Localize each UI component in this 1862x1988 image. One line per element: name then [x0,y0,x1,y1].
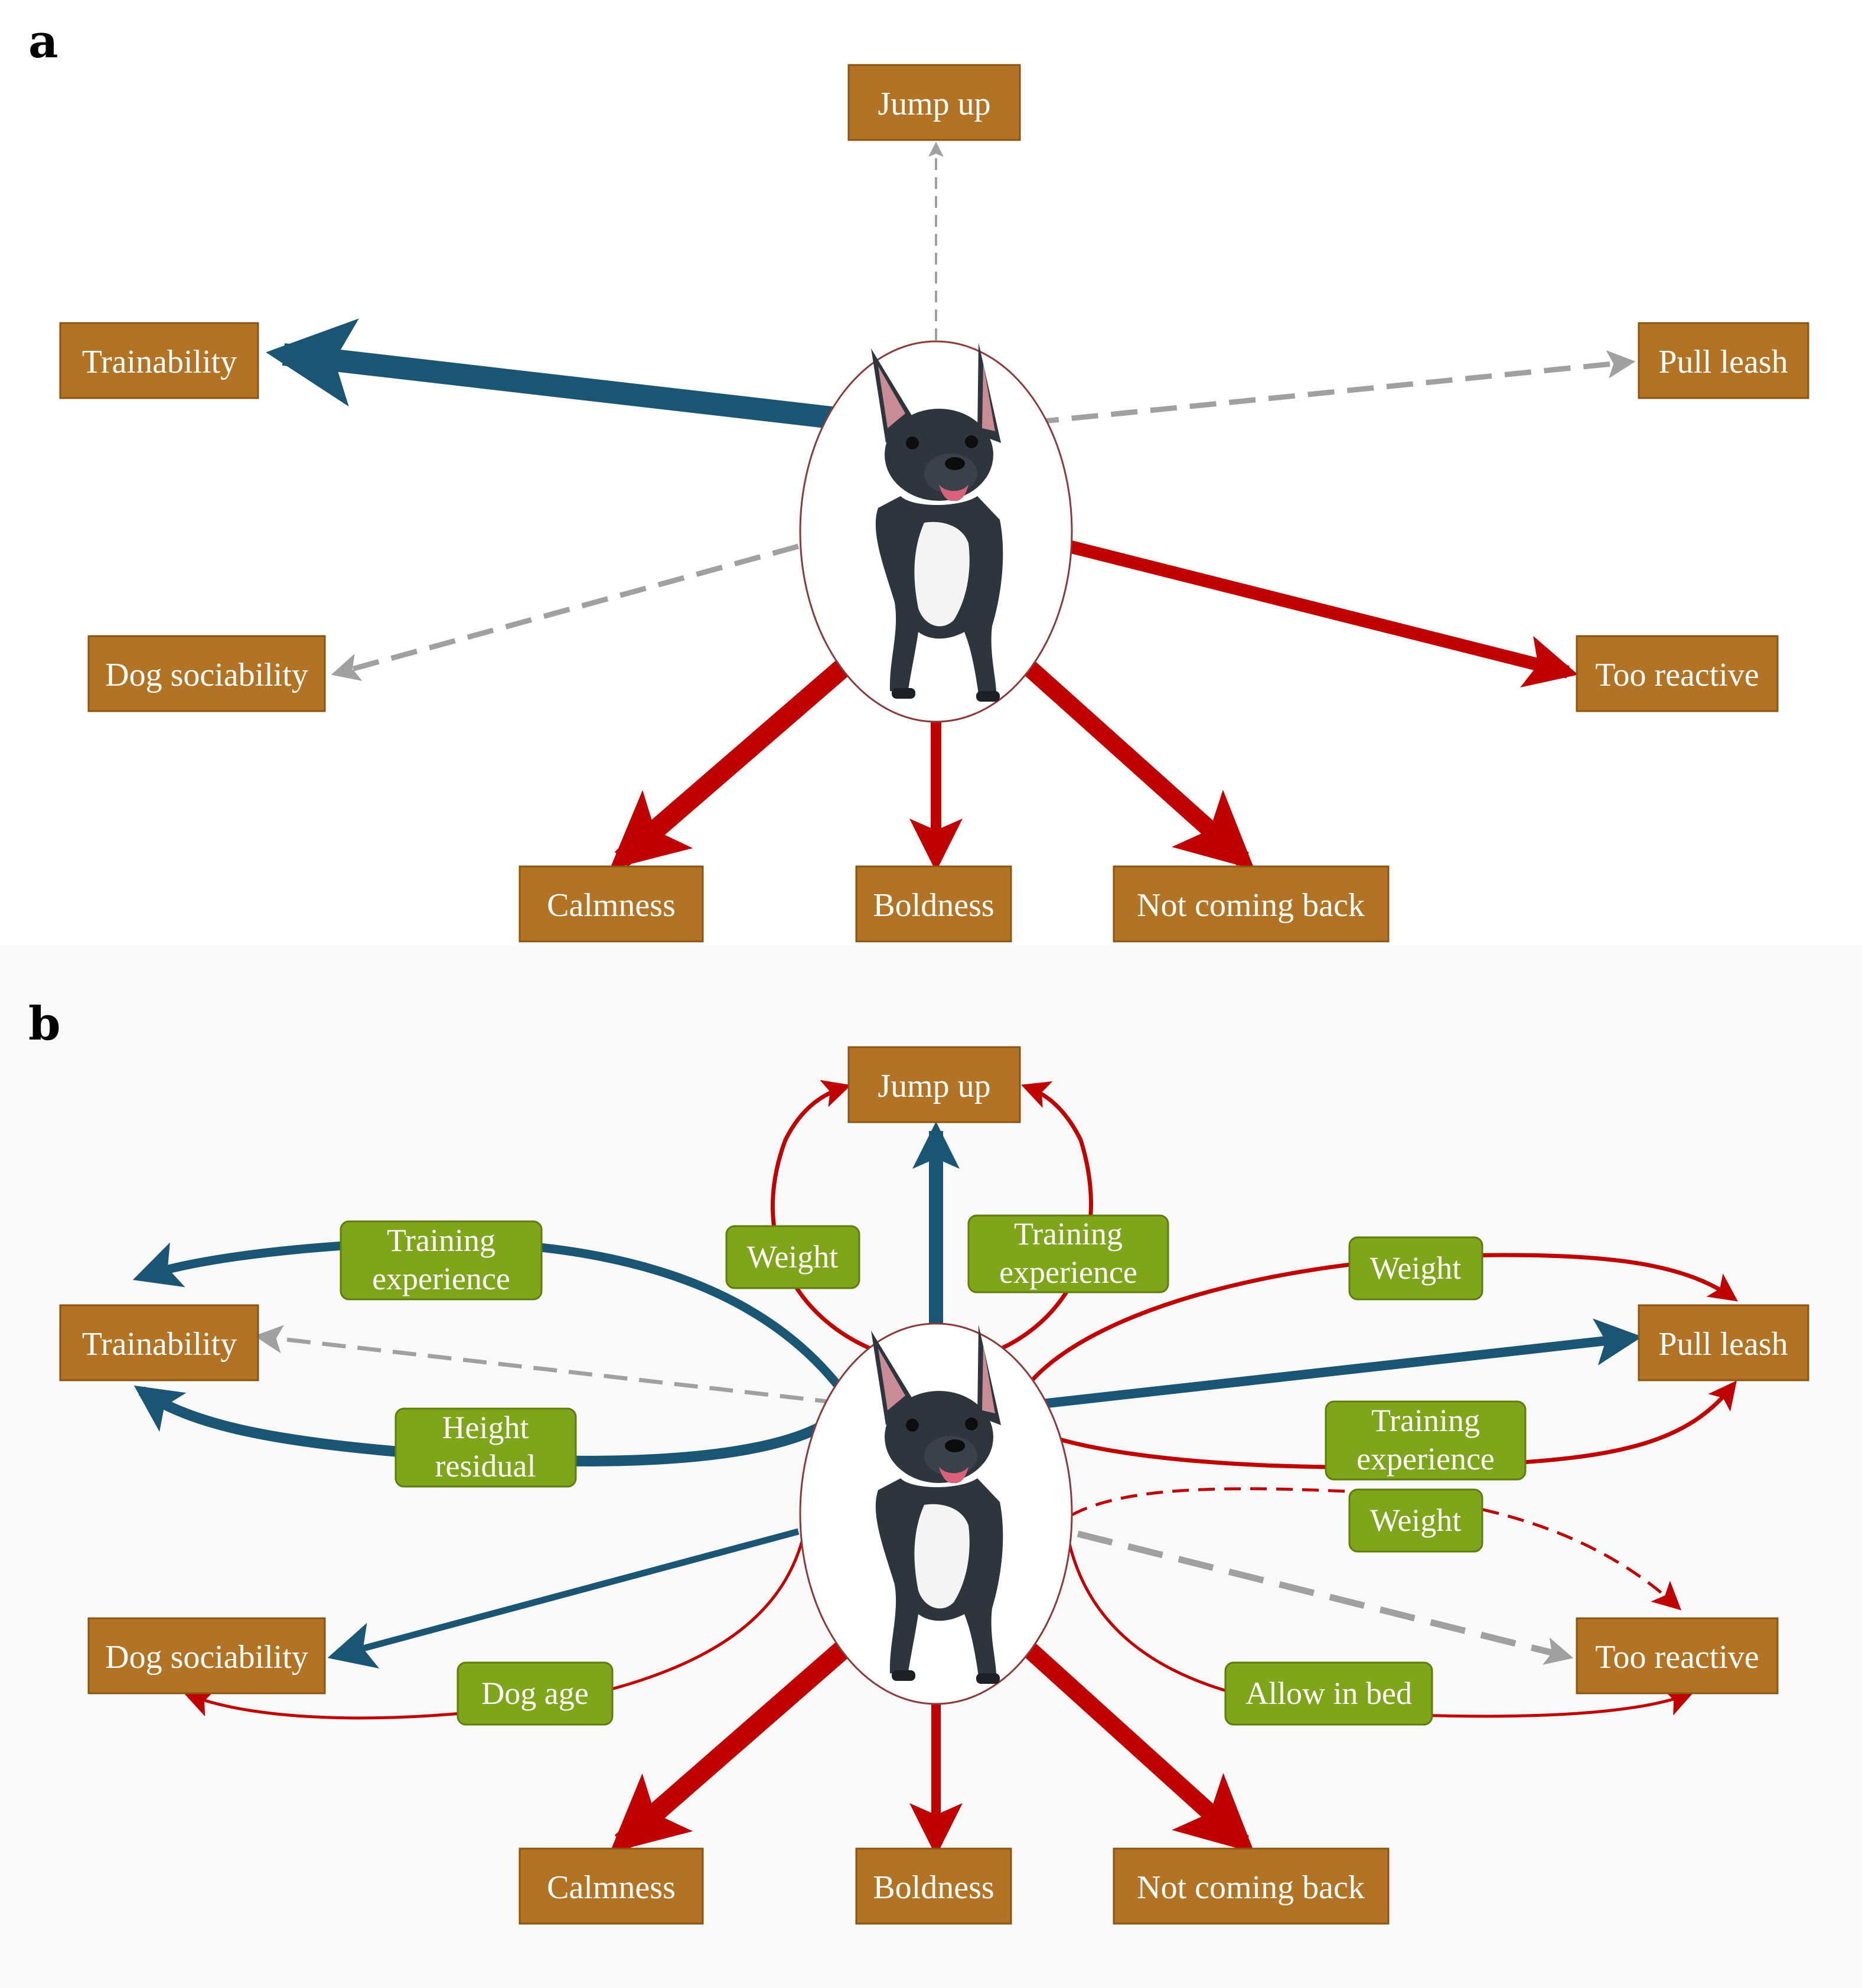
mod-weight-jump-up: Weight [725,1225,860,1289]
mod-training-jump-up: Training experience [967,1214,1169,1293]
edge-b-training-jump-up [994,1081,1093,1354]
node-label: Too reactive [1595,1639,1759,1676]
edge-b-weight-jump-up [771,1080,878,1354]
mod-label-line2: experience [1356,1441,1495,1477]
edge-a-not-coming-back [1021,659,1255,870]
edge-a-too-reactive [1067,540,1579,688]
node-a-not-coming-back: Not coming back [1113,865,1390,943]
edge-b-dog-sociability [327,1528,800,1669]
node-b-jump-up: Jump up [847,1046,1021,1123]
mod-training-trainability: Training experience [340,1220,543,1301]
node-label: Jump up [878,1068,990,1104]
mod-label: Weight [1370,1503,1462,1538]
node-b-not-coming-back: Not coming back [1113,1847,1390,1925]
node-a-dog-sociability: Dog sociability [87,635,326,712]
node-label: Calmness [547,1869,676,1906]
node-label: Too reactive [1595,657,1759,693]
mod-label-line1: Training [1371,1403,1480,1438]
node-label: Boldness [873,1869,994,1906]
edge-b-too-reactive [1077,1530,1574,1665]
mod-label-line1: Height [442,1410,529,1445]
panel-a-center [799,340,1073,723]
node-label: Calmness [547,887,676,924]
node-label: Dog sociability [105,657,308,693]
panel-b-center [799,1322,1073,1705]
edge-a-calmness [609,659,852,870]
node-label: Not coming back [1137,887,1365,924]
node-label: Pull leash [1658,344,1788,380]
node-b-dog-sociability: Dog sociability [87,1617,326,1694]
mod-label-line2: residual [435,1448,536,1484]
mod-label-line1: Training [387,1223,495,1258]
node-label: Trainability [82,1326,237,1363]
panel-b: b [28,997,1809,1925]
node-b-calmness: Calmness [519,1847,704,1925]
edge-a-pull-leash [1032,350,1636,425]
node-b-boldness: Boldness [855,1847,1012,1925]
node-label: Jump up [878,86,990,122]
mod-label: Dog age [481,1676,588,1711]
mod-height-trainability: Height residual [394,1407,577,1488]
mod-allow-bed-too-reactive: Allow in bed [1224,1661,1433,1726]
mod-weight-too-reactive: Weight [1348,1488,1483,1553]
edge-a-trainability [266,318,848,431]
mod-label: Allow in bed [1245,1676,1412,1711]
node-label: Dog sociability [105,1639,308,1676]
node-a-pull-leash: Pull leash [1638,322,1809,399]
panel-letter-b: b [28,997,61,1051]
node-b-too-reactive: Too reactive [1576,1617,1779,1694]
edge-b-pull-leash [1036,1318,1642,1409]
edge-b-trainability [254,1325,839,1405]
mod-label: Weight [747,1239,839,1275]
edge-b-not-coming-back [1021,1641,1255,1853]
mod-training-pull-leash: Training experience [1325,1400,1527,1481]
panel-a: a Jump up [28,15,1809,943]
mod-label-line1: Training [1014,1216,1123,1252]
mod-age-dog-sociability: Dog age [456,1661,614,1726]
node-label: Trainability [82,344,237,380]
mod-weight-pull-leash: Weight [1348,1236,1483,1301]
mod-label: Weight [1370,1250,1462,1286]
node-a-boldness: Boldness [855,865,1012,943]
node-b-pull-leash: Pull leash [1638,1304,1809,1381]
mod-label-line2: experience [372,1261,510,1296]
mod-label-line2: experience [999,1254,1137,1290]
node-label: Not coming back [1137,1869,1365,1906]
node-a-too-reactive: Too reactive [1576,635,1779,712]
panel-letter-a: a [28,15,58,69]
panel-a-edges [266,141,1636,872]
node-label: Boldness [873,887,994,924]
node-label: Pull leash [1658,1326,1788,1363]
node-b-trainability: Trainability [59,1304,259,1381]
edge-b-calmness [609,1640,852,1853]
node-a-calmness: Calmness [519,865,704,943]
edge-a-dog-sociability [331,543,800,681]
node-a-trainability: Trainability [59,322,259,399]
node-a-jump-up: Jump up [847,64,1021,141]
